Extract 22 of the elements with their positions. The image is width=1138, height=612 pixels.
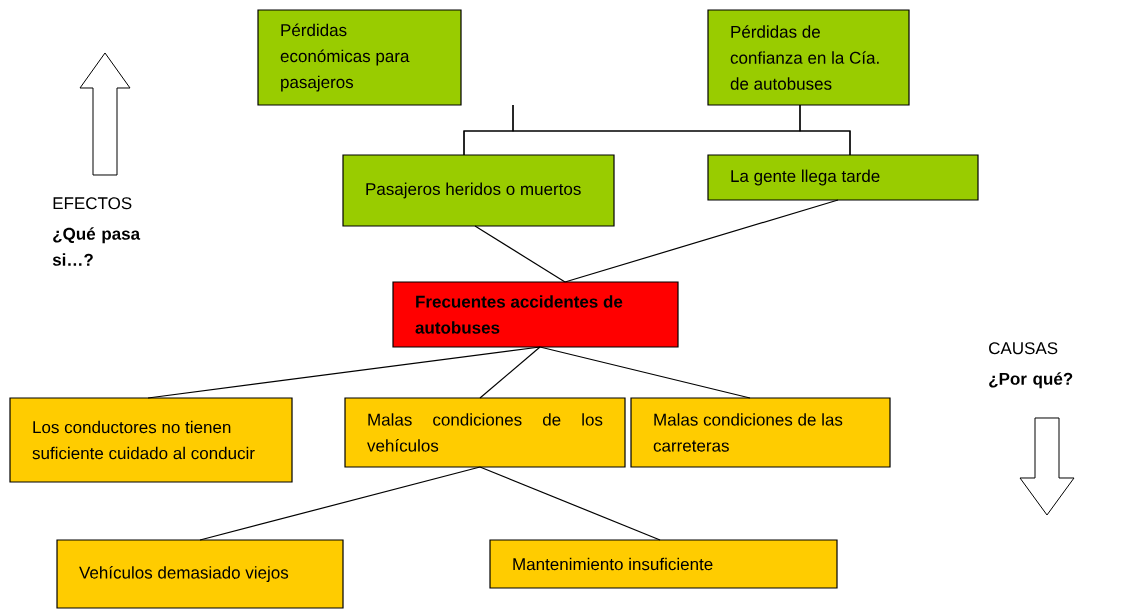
cause-box: Vehículos demasiado viejos	[56, 539, 344, 609]
effect-box: Pérdidas de confianza en la Cía. de autobuses	[707, 9, 910, 106]
connector-line	[799, 104, 851, 156]
cause-box: Mantenimiento insuficiente	[489, 539, 838, 589]
connector-line	[199, 466, 481, 541]
connector-line	[564, 199, 839, 283]
cause-box: Los conductores no tienen suficiente cuidado al conducir	[9, 397, 293, 483]
side-question: ¿Por qué?	[989, 372, 1073, 389]
connector-line	[479, 346, 541, 399]
connector-line	[479, 466, 661, 541]
effect-box: La gente llega tarde	[707, 154, 979, 201]
side-heading: CAUSAS	[989, 342, 1058, 355]
connector-line	[539, 346, 751, 399]
effect-box: Pérdidas económicas para pasajeros	[257, 9, 462, 106]
side-question: ¿Qué pasa si…?	[52, 227, 141, 266]
problem-box: Frecuentes accidentes de autobuses	[392, 281, 679, 348]
effect-box: Pasajeros heridos o muertos	[342, 154, 615, 227]
cause-box: Malas condiciones de los vehículos	[344, 397, 626, 468]
connector-line	[474, 225, 566, 283]
connector-line	[147, 346, 541, 399]
cause-box: Malas condiciones de las carreteras	[630, 397, 891, 468]
side-heading: EFECTOS	[53, 197, 132, 210]
